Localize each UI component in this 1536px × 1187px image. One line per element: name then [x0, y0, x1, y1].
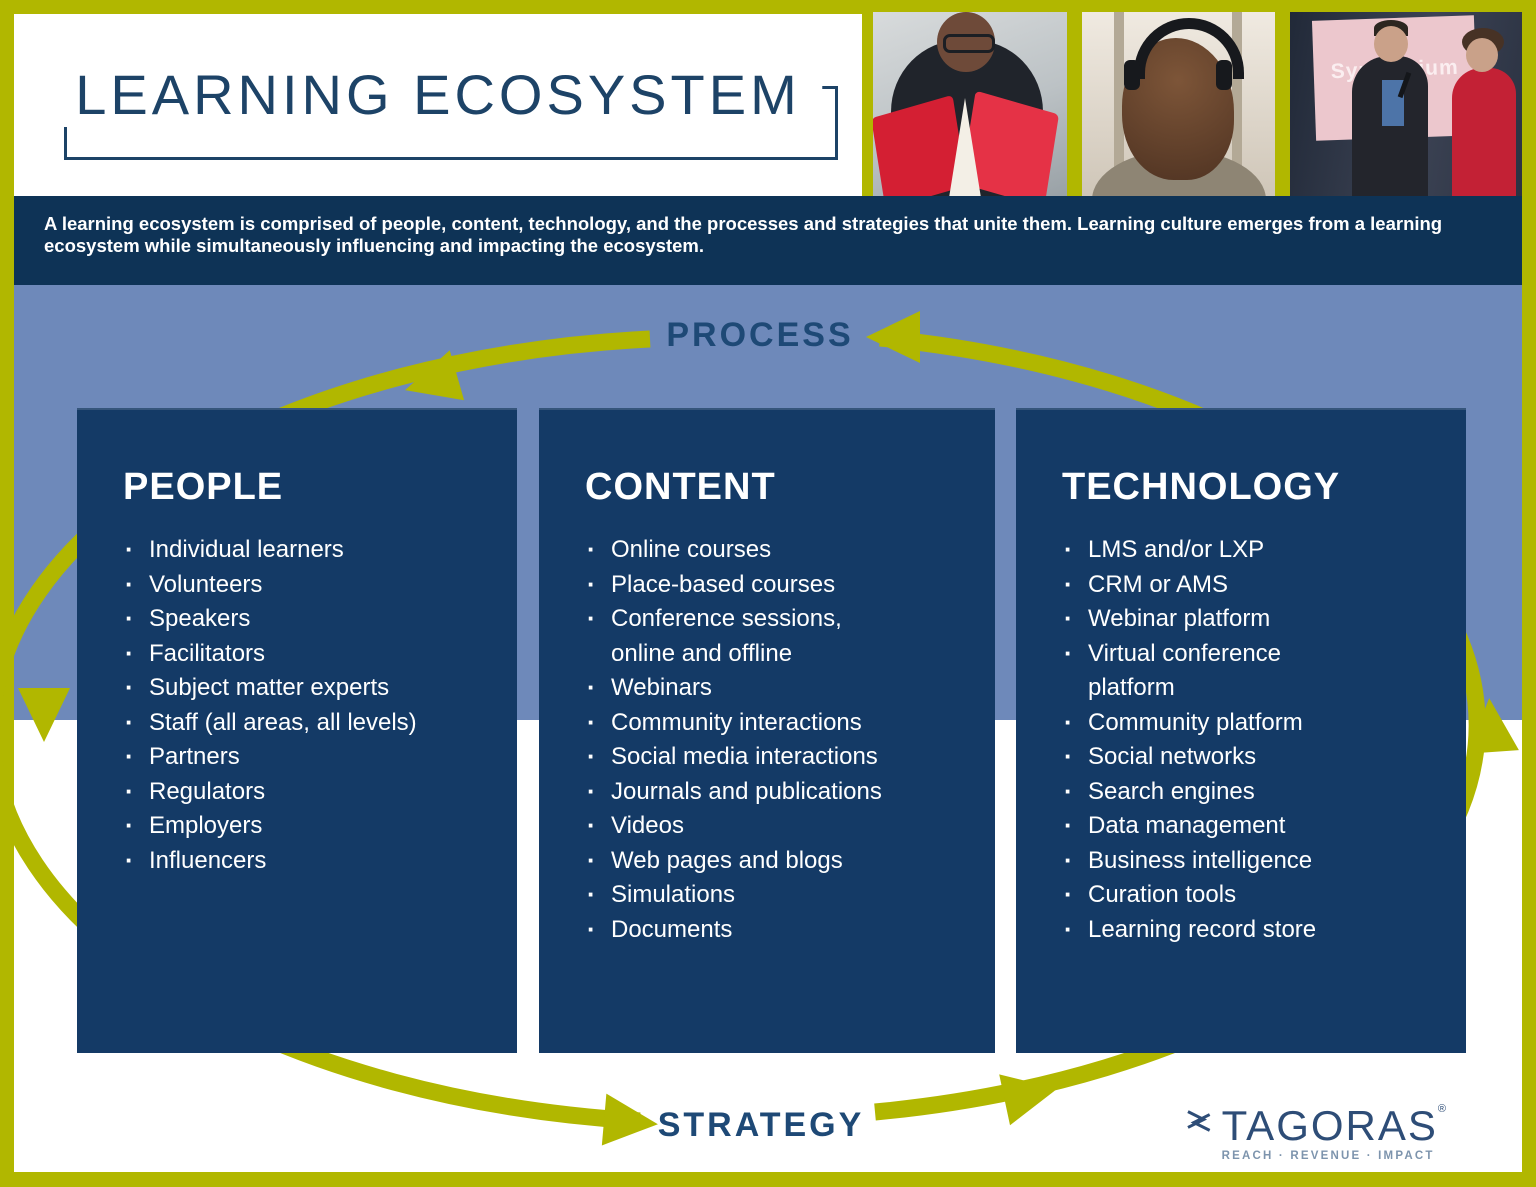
column-people: PEOPLE Individual learnersVolunteersSpea… [77, 408, 517, 1053]
window-mullion [1232, 12, 1242, 196]
list-item: Regulators [123, 774, 501, 810]
list-item: Simulations [585, 877, 979, 913]
column-title-people: PEOPLE [123, 466, 284, 508]
photo-two-presenters: Symposium [1290, 12, 1522, 196]
column-list-people: Individual learnersVolunteersSpeakersFac… [77, 532, 517, 879]
frame-border-right [1522, 0, 1536, 1187]
list-item: Speakers [123, 601, 501, 637]
list-item: Webinar platform [1062, 601, 1450, 637]
presenter-woman-head [1466, 38, 1498, 72]
presenter-man [1352, 56, 1428, 196]
list-item: Influencers [123, 843, 501, 879]
process-label: PROCESS [666, 316, 854, 354]
column-list-content: Online coursesPlace-based coursesConfere… [539, 532, 995, 948]
photo-person-reading-red-book [873, 12, 1067, 196]
list-item: Partners [123, 739, 501, 775]
frame-border-bottom [0, 1172, 1536, 1187]
list-item: Curation tools [1062, 877, 1450, 913]
header: LEARNING ECOSYSTEM [14, 14, 862, 196]
list-item: Web pages and blogs [585, 843, 979, 879]
photo-strip: Symposium [862, 0, 1522, 196]
window-mullion [1114, 12, 1124, 196]
list-item: Social media interactions [585, 739, 979, 775]
headphone-cup [1216, 60, 1232, 90]
logo-tagline: REACH · REVENUE · IMPACT [1221, 1150, 1435, 1162]
list-item: Videos [585, 808, 979, 844]
intro-bar: A learning ecosystem is comprised of peo… [14, 196, 1522, 285]
list-item: Learning record store [1062, 912, 1450, 948]
presenter-woman [1452, 68, 1516, 196]
column-list-technology: LMS and/or LXPCRM or AMSWebinar platform… [1016, 532, 1466, 948]
column-technology: TECHNOLOGY LMS and/or LXPCRM or AMSWebin… [1016, 408, 1466, 1053]
strategy-label: STRATEGY [657, 1106, 865, 1144]
tagoras-logo-mark-icon [1187, 1110, 1211, 1132]
list-item: LMS and/or LXP [1062, 532, 1450, 568]
list-item: Documents [585, 912, 979, 948]
list-item: Journals and publications [585, 774, 979, 810]
list-item: Conference sessions, online and offline [585, 601, 979, 671]
list-item: Employers [123, 808, 501, 844]
list-item: Place-based courses [585, 567, 979, 603]
list-item: Webinars [585, 670, 979, 706]
intro-text: A learning ecosystem is comprised of peo… [44, 213, 1443, 256]
presenter-man-head [1374, 26, 1408, 62]
list-item: Business intelligence [1062, 843, 1450, 879]
list-item: Search engines [1062, 774, 1450, 810]
logo-brand: TAGORAS [1221, 1102, 1438, 1149]
headphone-cup [1124, 60, 1140, 90]
list-item: Community interactions [585, 705, 979, 741]
tagoras-logo: TAGORAS® REACH · REVENUE · IMPACT [1186, 1088, 1446, 1162]
list-item: Social networks [1062, 739, 1450, 775]
list-item: Data management [1062, 808, 1450, 844]
list-item: Facilitators [123, 636, 501, 672]
list-item: Volunteers [123, 567, 501, 603]
logo-text: TAGORAS® REACH · REVENUE · IMPACT [1222, 1088, 1446, 1162]
list-item: Staff (all areas, all levels) [123, 705, 501, 741]
figure-head [937, 12, 995, 72]
glasses-shape [943, 34, 995, 53]
list-item: Online courses [585, 532, 979, 568]
list-item: Community platform [1062, 705, 1450, 741]
headphone-band [1134, 18, 1244, 79]
column-title-content: CONTENT [585, 466, 776, 508]
list-item: CRM or AMS [1062, 567, 1450, 603]
registered-mark: ® [1437, 1103, 1446, 1115]
list-item: Subject matter experts [123, 670, 501, 706]
list-item: Virtual conference platform [1062, 636, 1450, 706]
arrowhead-bottom-right-icon [999, 1074, 1058, 1126]
photo-person-with-headphones [1082, 12, 1275, 196]
column-content: CONTENT Online coursesPlace-based course… [539, 408, 995, 1053]
column-title-technology: TECHNOLOGY [1062, 466, 1341, 508]
page-title: LEARNING ECOSYSTEM [53, 62, 823, 127]
list-item: Individual learners [123, 532, 501, 568]
frame-border-left [0, 0, 14, 1187]
